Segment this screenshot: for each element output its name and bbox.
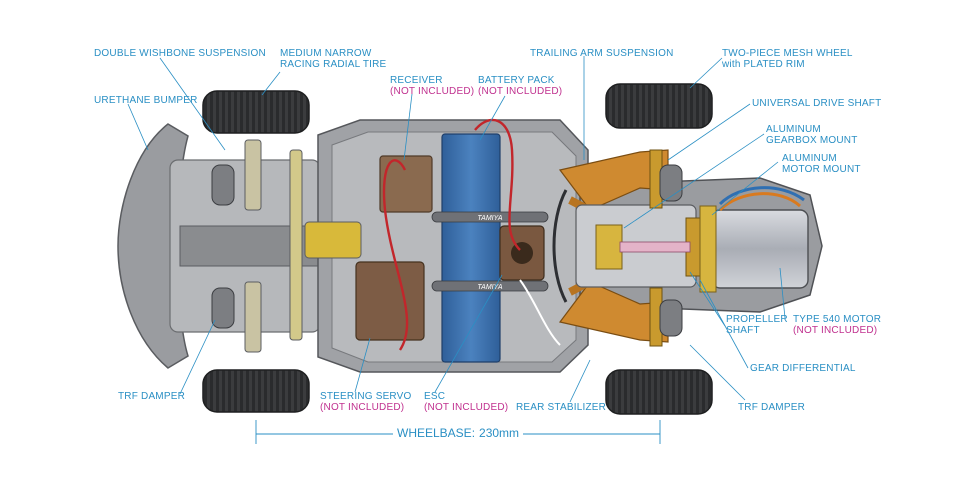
label-propeller-line2: SHAFT — [726, 325, 760, 336]
label-steering-servo-text: STEERING SERVO — [320, 391, 412, 402]
label-mesh-wheel: TWO-PIECE MESH WHEEL with PLATED RIM — [722, 48, 853, 70]
motor-540 — [711, 209, 809, 289]
label-esc-text: ESC — [424, 391, 446, 402]
label-gear-diff-text: GEAR DIFFERENTIAL — [750, 363, 856, 374]
propeller-shaft — [619, 241, 691, 253]
label-steering-servo-not-included: (NOT INCLUDED) — [320, 402, 405, 413]
battery-strap-top — [431, 211, 549, 223]
label-double-wishbone-text: DOUBLE WISHBONE SUSPENSION — [94, 48, 266, 59]
label-battery-pack: BATTERY PACK (NOT INCLUDED) — [478, 75, 562, 97]
label-universal-shaft-text: UNIVERSAL DRIVE SHAFT — [752, 98, 882, 109]
wheelbase-label-text: WHEELBASE: — [397, 426, 476, 440]
label-rear-stabilizer: REAR STABILIZER — [516, 402, 606, 413]
label-motor-540-not-included: (NOT INCLUDED) — [793, 325, 878, 336]
leader-lines — [127, 56, 786, 403]
battery-pack-shape — [441, 133, 501, 363]
label-motor-mount-line2: MOTOR MOUNT — [782, 164, 861, 175]
label-steering-servo: STEERING SERVO (NOT INCLUDED) — [320, 391, 412, 413]
label-gearbox-mount-line2: GEARBOX MOUNT — [766, 135, 858, 146]
label-trf-damper-rear-text: TRF DAMPER — [738, 402, 805, 413]
front-tire-top — [202, 90, 310, 134]
label-propeller-shaft: PROPELLER SHAFT — [726, 314, 788, 336]
label-motor-540: TYPE 540 MOTOR (NOT INCLUDED) — [793, 314, 881, 336]
brand-mark-top: TAMIYA — [477, 215, 502, 222]
label-trf-damper-front: TRF DAMPER — [118, 391, 185, 402]
label-trf-damper-rear: TRF DAMPER — [738, 402, 805, 413]
label-motor-mount-line1: ALUMINUM — [782, 153, 837, 164]
gearbox-mount — [595, 224, 623, 270]
label-trf-damper-front-text: TRF DAMPER — [118, 391, 185, 402]
label-gear-differential: GEAR DIFFERENTIAL — [750, 363, 856, 374]
label-radial-tire: MEDIUM NARROW RACING RADIAL TIRE — [280, 48, 386, 70]
wires-red — [382, 118, 521, 351]
label-double-wishbone: DOUBLE WISHBONE SUSPENSION — [94, 48, 266, 59]
battery-strap-bottom — [431, 280, 549, 292]
label-radial-tire-line1: MEDIUM NARROW — [280, 48, 372, 59]
receiver-box — [379, 155, 433, 213]
trf-damper-front — [211, 164, 235, 329]
label-receiver-text: RECEIVER — [390, 75, 443, 86]
label-motor-mount: ALUMINUM MOTOR MOUNT — [782, 153, 861, 175]
brand-mark-bottom: TAMIYA — [477, 284, 502, 291]
front-tire-bottom — [202, 369, 310, 413]
label-esc: ESC (NOT INCLUDED) — [424, 391, 508, 413]
label-rear-stabilizer-text: REAR STABILIZER — [516, 402, 607, 413]
label-universal-shaft: UNIVERSAL DRIVE SHAFT — [752, 98, 881, 109]
label-urethane-bumper: URETHANE BUMPER — [94, 95, 198, 106]
wheelbase-value: 230mm — [479, 426, 520, 440]
label-trailing-arm-text: TRAILING ARM SUSPENSION — [530, 48, 674, 59]
rear-stabilizer — [552, 189, 568, 303]
label-mesh-wheel-line2: with PLATED RIM — [722, 59, 805, 70]
label-battery-pack-not-included: (NOT INCLUDED) — [478, 86, 563, 97]
label-urethane-bumper-text: URETHANE BUMPER — [94, 95, 198, 106]
rear-tire-bottom — [605, 369, 713, 415]
label-mesh-wheel-line1: TWO-PIECE MESH WHEEL — [722, 48, 853, 59]
label-battery-pack-text: BATTERY PACK — [478, 75, 555, 86]
front-suspension — [244, 139, 362, 353]
label-trailing-arm: TRAILING ARM SUSPENSION — [530, 48, 674, 59]
label-gearbox-mount-line1: ALUMINUM — [766, 124, 821, 135]
label-receiver: RECEIVER (NOT INCLUDED) — [390, 75, 474, 97]
trf-damper-rear — [659, 164, 683, 337]
label-radial-tire-line2: RACING RADIAL TIRE — [280, 59, 387, 70]
label-receiver-not-included: (NOT INCLUDED) — [390, 86, 475, 97]
rear-tire-top — [605, 83, 713, 129]
motor-mount — [699, 205, 717, 293]
label-gearbox-mount: ALUMINUM GEARBOX MOUNT — [766, 124, 858, 146]
label-propeller-line1: PROPELLER — [726, 314, 788, 325]
wheelbase-label: WHEELBASE:230mm — [393, 426, 524, 440]
wires-white — [519, 279, 561, 346]
steering-servo — [355, 261, 425, 341]
label-esc-not-included: (NOT INCLUDED) — [424, 402, 509, 413]
label-motor-540-text: TYPE 540 MOTOR — [793, 314, 882, 325]
